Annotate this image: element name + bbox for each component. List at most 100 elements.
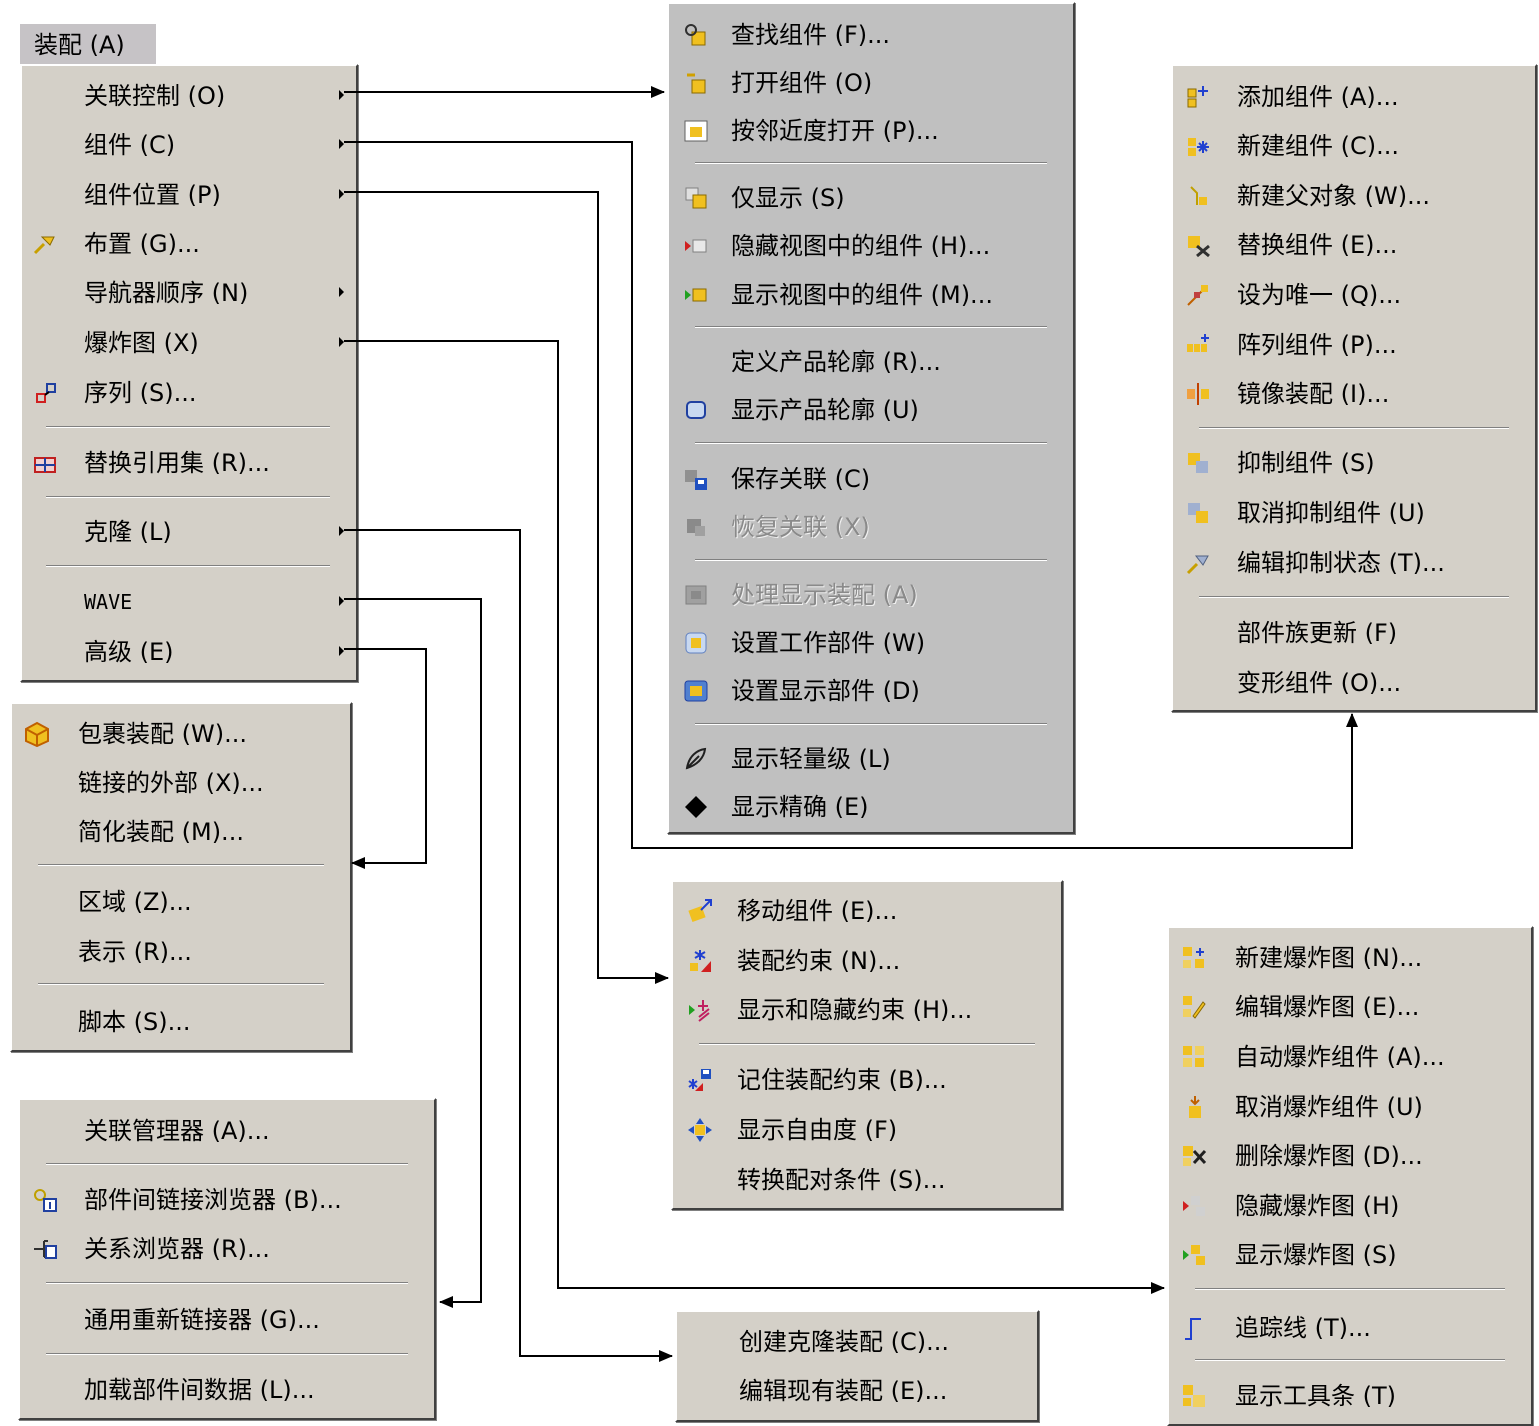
menu-item-show-lightweight[interactable]: 显示轻量级 (L) — [669, 739, 1073, 779]
menu-item-show-in-view[interactable]: 显示视图中的组件 (M)... — [669, 275, 1073, 315]
menu-item-new-explosion[interactable]: 新建爆炸图 (N)... — [1169, 938, 1531, 978]
menu-item-edit-explosion[interactable]: 编辑爆炸图 (E)... — [1169, 987, 1531, 1027]
menu-item-label: 高级 (E) — [84, 638, 174, 666]
menu-item-clone[interactable]: 克隆 (L) — [22, 512, 356, 552]
menu-item-relation-browser[interactable]: 关系浏览器 (R)... — [20, 1229, 434, 1269]
menu-item-restore-context[interactable]: 恢复关联 (X) — [669, 507, 1073, 547]
menu-item-create-clone[interactable]: 创建克隆装配 (C)... — [677, 1322, 1037, 1362]
menu-item-edit-existing[interactable]: 编辑现有装配 (E)... — [677, 1371, 1037, 1411]
menu-item-pattern-component[interactable]: 阵列组件 (P)... — [1173, 325, 1535, 365]
menu-item-simplify-assembly[interactable]: 简化装配 (M)... — [12, 812, 350, 852]
menu-item-label: 镜像装配 (I)... — [1237, 380, 1390, 408]
submenu-arrow-icon — [339, 189, 344, 199]
menu-item-component[interactable]: 组件 (C) — [22, 125, 356, 165]
menu-item-hide-in-view[interactable]: 隐藏视图中的组件 (H)... — [669, 226, 1073, 266]
menu-item-label: 链接的外部 (X)... — [78, 769, 264, 797]
menu-item-set-work-part[interactable]: 设置工作部件 (W) — [669, 623, 1073, 663]
menu-item-find-component[interactable]: 查找组件 (F)... — [669, 15, 1073, 55]
menu-item-label: 隐藏爆炸图 (H) — [1235, 1192, 1400, 1220]
menu-item-component-position[interactable]: 组件位置 (P) — [22, 175, 356, 215]
menu-item-label: 按邻近度打开 (P)... — [731, 117, 939, 145]
menu-item-context-control[interactable]: 关联控制 (O) — [22, 76, 356, 116]
menu-item-script[interactable]: 脚本 (S)... — [12, 1002, 350, 1042]
menu-item-assembly-constraint[interactable]: 装配约束 (N)... — [673, 941, 1061, 981]
submenu-arrow-icon — [339, 337, 344, 347]
tracelines-icon — [1185, 1318, 1201, 1340]
menu-item-show-only[interactable]: 仅显示 (S) — [669, 178, 1073, 218]
menu-item-define-outline[interactable]: 定义产品轮廓 (R)... — [669, 342, 1073, 382]
submenu-arrow-icon — [339, 646, 344, 656]
menu-item-general-relinker[interactable]: 通用重新链接器 (G)... — [20, 1300, 434, 1340]
menu-item-show-explosion[interactable]: 显示爆炸图 (S) — [1169, 1235, 1531, 1275]
set-work-part-icon — [685, 632, 707, 654]
submenu-arrow-icon — [339, 287, 344, 297]
menu-item-make-unique[interactable]: 设为唯一 (Q)... — [1173, 275, 1535, 315]
menu-item-suppress-component[interactable]: 抑制组件 (S) — [1173, 443, 1535, 483]
interpart-browser-icon — [34, 1189, 57, 1212]
menu-item-replace-component[interactable]: 替换组件 (E)... — [1173, 225, 1535, 265]
menu-item-auto-explode[interactable]: 自动爆炸组件 (A)... — [1169, 1037, 1531, 1077]
menu-item-navigator-order[interactable]: 导航器顺序 (N) — [22, 273, 356, 313]
menu-item-replace-refset[interactable]: 替换引用集 (R)... — [22, 443, 356, 483]
menu-item-mirror-assembly[interactable]: 镜像装配 (I)... — [1173, 374, 1535, 414]
menu-item-remember-constraint[interactable]: 记住装配约束 (B)... — [673, 1060, 1061, 1100]
menu-item-show-hide-constraint[interactable]: 显示和隐藏约束 (H)... — [673, 990, 1061, 1030]
menu-item-deform-component[interactable]: 变形组件 (O)... — [1173, 663, 1535, 703]
menu-item-wrap-assembly[interactable]: 包裹装配 (W)... — [12, 714, 350, 754]
menu-separator — [46, 1282, 408, 1284]
menu-item-representation[interactable]: 表示 (R)... — [12, 932, 350, 972]
menu-item-label: 替换引用集 (R)... — [84, 449, 270, 477]
menu-item-linked-exterior[interactable]: 链接的外部 (X)... — [12, 763, 350, 803]
make-unique-icon — [1187, 285, 1208, 306]
menu-item-unsuppress-component[interactable]: 取消抑制组件 (U) — [1173, 493, 1535, 533]
restore-context-icon — [687, 519, 705, 536]
menu-item-load-interpart-data[interactable]: 加载部件间数据 (L)... — [20, 1370, 434, 1410]
advanced-menu: 包裹装配 (W)... 链接的外部 (X)... 简化装配 (M)... 区域 … — [10, 702, 352, 1052]
assembly-menu-title[interactable]: 装配 (A) — [20, 24, 156, 66]
menu-item-save-context[interactable]: 保存关联 (C) — [669, 459, 1073, 499]
mirror-assembly-icon — [1187, 383, 1209, 405]
wave-menu: 关联管理器 (A)... 部件间链接浏览器 (B)... 关系浏览器 (R)..… — [18, 1098, 436, 1420]
menu-item-new-parent[interactable]: 新建父对象 (W)... — [1173, 176, 1535, 216]
menu-separator — [695, 723, 1047, 725]
menu-item-show-toolbar[interactable]: 显示工具条 (T) — [1169, 1376, 1531, 1416]
menu-separator — [1199, 596, 1509, 598]
menu-item-zones[interactable]: 区域 (Z)... — [12, 882, 350, 922]
menu-item-context-manager[interactable]: 关联管理器 (A)... — [20, 1111, 434, 1151]
menu-item-label: 取消抑制组件 (U) — [1237, 499, 1425, 527]
menu-item-convert-mating[interactable]: 转换配对条件 (S)... — [673, 1160, 1061, 1200]
menu-item-open-proximity[interactable]: 按邻近度打开 (P)... — [669, 111, 1073, 151]
menu-item-label: 部件族更新 (F) — [1237, 619, 1398, 647]
menu-item-label: 关联控制 (O) — [84, 82, 226, 110]
menu-item-degrees-freedom[interactable]: 显示自由度 (F) — [673, 1110, 1061, 1150]
menu-item-sequence[interactable]: 序列 (S)... — [22, 373, 356, 413]
component-position-menu: 移动组件 (E)... 装配约束 (N)... 显示和隐藏约束 (H)... 记… — [671, 880, 1063, 1210]
menu-item-delete-explosion[interactable]: 删除爆炸图 (D)... — [1169, 1136, 1531, 1176]
menu-item-exploded-view[interactable]: 爆炸图 (X) — [22, 323, 356, 363]
menu-item-unexplode[interactable]: 取消爆炸组件 (U) — [1169, 1087, 1531, 1127]
menu-item-edit-suppression[interactable]: 编辑抑制状态 (T)... — [1173, 543, 1535, 583]
menu-item-process-display[interactable]: 处理显示装配 (A) — [669, 575, 1073, 615]
menu-item-label: 组件 (C) — [84, 131, 176, 159]
menu-item-tracelines[interactable]: 追踪线 (T)... — [1169, 1308, 1531, 1348]
menu-item-add-component[interactable]: 添加组件 (A)... — [1173, 77, 1535, 117]
menu-item-hide-explosion[interactable]: 隐藏爆炸图 (H) — [1169, 1186, 1531, 1226]
open-component-icon — [687, 73, 706, 94]
menu-item-show-exact[interactable]: 显示精确 (E) — [669, 787, 1073, 827]
menu-item-label: 编辑现有装配 (E)... — [739, 1377, 948, 1405]
show-toolbar-icon — [1183, 1385, 1205, 1407]
menu-item-open-component[interactable]: 打开组件 (O) — [669, 63, 1073, 103]
show-hide-constraint-icon — [689, 1000, 710, 1022]
menu-item-advanced[interactable]: 高级 (E) — [22, 632, 356, 672]
set-display-part-icon — [684, 680, 708, 702]
assembly-main-menu: 关联控制 (O) 组件 (C) 组件位置 (P) 布置 (G)... 导航器顺序… — [20, 64, 358, 682]
menu-item-new-component[interactable]: 新建组件 (C)... — [1173, 126, 1535, 166]
menu-item-family-update[interactable]: 部件族更新 (F) — [1173, 613, 1535, 653]
menu-item-show-outline[interactable]: 显示产品轮廓 (U) — [669, 390, 1073, 430]
menu-item-arrangement[interactable]: 布置 (G)... — [22, 224, 356, 264]
menu-item-interpart-browser[interactable]: 部件间链接浏览器 (B)... — [20, 1180, 434, 1220]
menu-separator — [695, 162, 1047, 164]
menu-item-move-component[interactable]: 移动组件 (E)... — [673, 891, 1061, 931]
menu-item-wave[interactable]: WAVE — [22, 582, 356, 622]
menu-item-set-display-part[interactable]: 设置显示部件 (D) — [669, 671, 1073, 711]
